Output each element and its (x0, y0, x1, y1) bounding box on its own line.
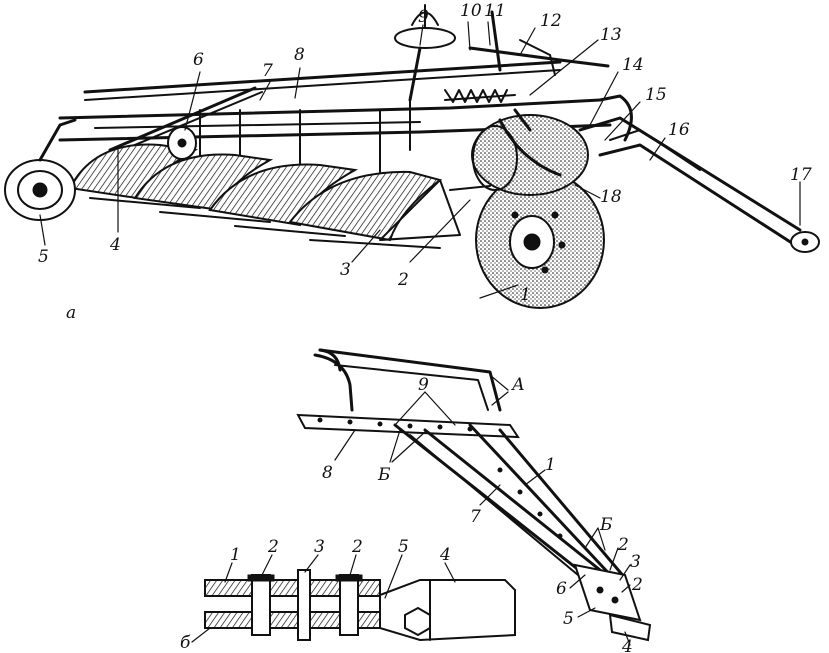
callout-b-2a: 2 (617, 535, 629, 555)
callouts-fig-a: 1 2 3 4 5 6 7 8 9 10 11 12 13 14 15 16 1… (38, 1, 812, 323)
callout-a-7: 7 (262, 61, 273, 81)
cross-section-detail (204, 569, 516, 642)
callout-b-4: 4 (621, 637, 633, 653)
callout-a-1: 1 (520, 285, 531, 305)
callout-b-8: 8 (322, 463, 333, 483)
callout-b-9: 9 (418, 375, 429, 395)
callout-b-B2: Б (599, 515, 613, 535)
callout-b-7: 7 (470, 507, 481, 527)
callout-b-1: 1 (545, 455, 556, 475)
callout-b-2b: 2 (631, 575, 643, 595)
callout-b-B1: Б (377, 465, 391, 485)
callout-a-2: 2 (397, 270, 409, 290)
callouts-fig-b: А 9 8 Б 7 1 Б 2 3 2 6 5 4 (322, 375, 643, 653)
callout-d-2a: 2 (267, 537, 279, 557)
leaders-detail (191, 554, 456, 643)
rear-wheel (4, 118, 77, 221)
callout-b-6: 6 (556, 579, 567, 599)
callout-a-3: 3 (340, 260, 351, 280)
callout-d-1: 1 (230, 545, 241, 565)
callout-a-13: 13 (600, 25, 622, 45)
figure-a-sublabel: а (66, 303, 76, 323)
callout-d-b: б (180, 633, 191, 653)
callout-a-9: 9 (418, 7, 429, 27)
callout-a-4: 4 (109, 235, 121, 255)
frame-assembly (296, 348, 652, 642)
callouts-detail: 1 2 3 2 5 4 б (180, 537, 451, 653)
steering-wheel (394, 4, 456, 102)
callout-a-6: 6 (193, 50, 204, 70)
callout-d-2b: 2 (351, 537, 363, 557)
callout-a-5: 5 (38, 247, 49, 267)
callout-d-4: 4 (439, 545, 451, 565)
callout-b-3: 3 (630, 552, 641, 572)
callout-d-3: 3 (314, 537, 325, 557)
callout-a-10: 10 (460, 1, 482, 21)
leaders-fig-a (39, 21, 801, 299)
callout-a-18: 18 (600, 187, 622, 207)
callout-b-5: 5 (563, 609, 574, 629)
support-wheel (475, 171, 605, 309)
callout-a-12: 12 (540, 11, 562, 31)
leaders-fig-b (334, 374, 631, 646)
callout-a-16: 16 (668, 120, 690, 140)
plow-assembly (4, 4, 820, 309)
callout-a-8: 8 (294, 45, 305, 65)
callout-b-A: А (511, 375, 525, 395)
callout-a-17: 17 (790, 165, 812, 185)
callout-a-15: 15 (645, 85, 667, 105)
drawbar (578, 116, 820, 253)
callout-d-5: 5 (398, 537, 409, 557)
callout-a-14: 14 (622, 55, 644, 75)
callout-a-11: 11 (484, 1, 506, 21)
spring (444, 89, 516, 103)
